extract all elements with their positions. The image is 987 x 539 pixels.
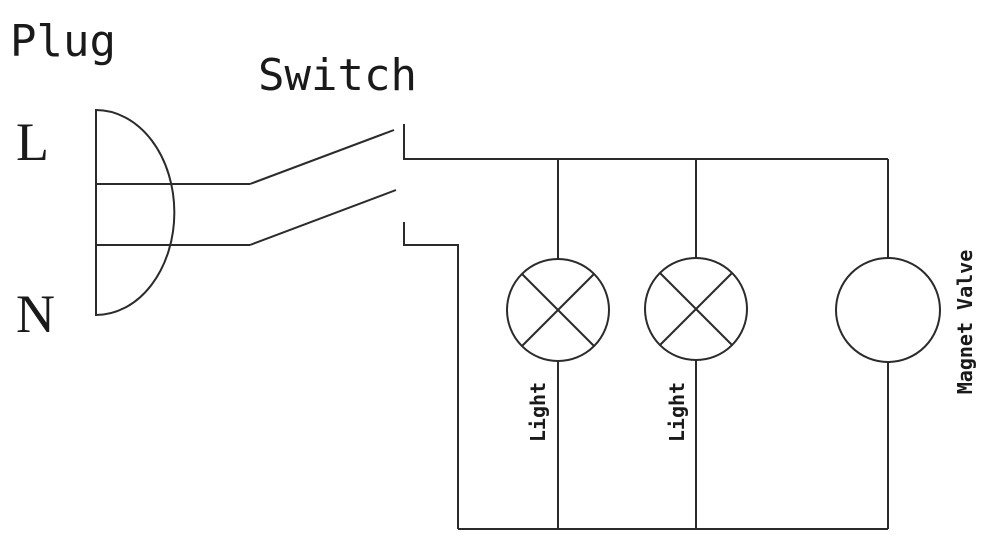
light-2: [644, 159, 748, 529]
light-1-label: Light: [526, 382, 550, 442]
switch-symbol: [249, 124, 888, 529]
light-2-label: Light: [665, 382, 689, 442]
magnet-valve: [835, 159, 941, 529]
live-label: L: [16, 112, 49, 172]
light-1: [506, 159, 610, 529]
neutral-label: N: [16, 284, 55, 344]
switch-label: Switch: [258, 50, 417, 101]
plug-symbol: [95, 108, 176, 317]
magnet-valve-label: Magnet Valve: [953, 250, 977, 395]
plug-label: Plug: [10, 16, 116, 67]
